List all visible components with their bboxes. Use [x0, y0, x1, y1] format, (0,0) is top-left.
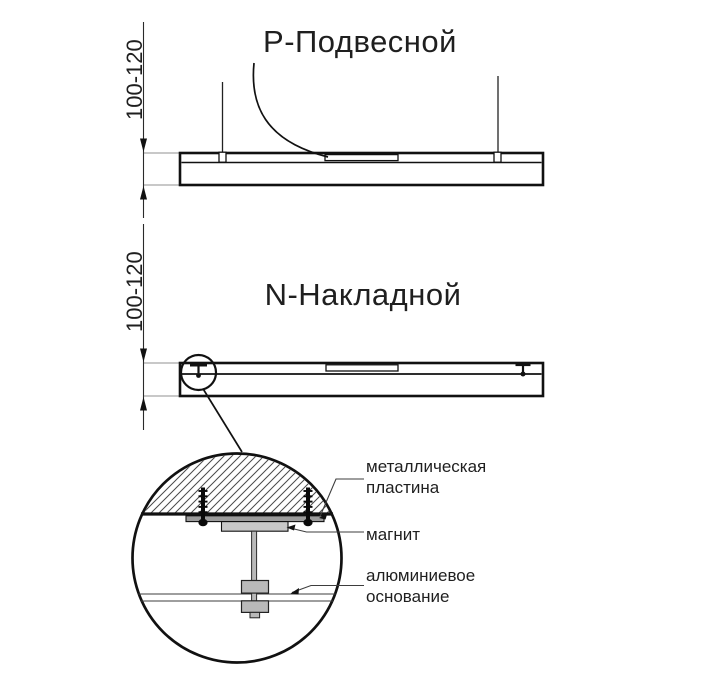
title-leader-curve [252, 62, 329, 158]
magnet [220, 521, 289, 532]
aluminum-base-label: алюминиевое основание [366, 565, 475, 607]
surface-fixture [140, 224, 545, 453]
base-block-upper [240, 579, 270, 594]
base-tab [249, 611, 261, 619]
surface-top-plate [325, 364, 399, 372]
dimension-arrow-down [140, 348, 147, 362]
detail-view [131, 452, 364, 664]
aluminum-base-label-line1: алюминиевое [366, 566, 476, 585]
screw-left-icon [198, 487, 208, 527]
magnet-label: магнит [366, 525, 421, 544]
screw-symbol-right [515, 363, 531, 377]
leader-aluminum-base-arrow [290, 588, 299, 595]
stem [251, 530, 258, 613]
pendant-fixture [140, 22, 545, 218]
pendant-top-plate [324, 153, 399, 162]
pendant-title: Р-Подвесной [263, 24, 457, 59]
pendant-dimension-label: 100-120 [122, 39, 147, 120]
detail-callout-leader [202, 389, 243, 453]
detail-callout-ring [179, 353, 218, 392]
dimension-arrow-down [140, 138, 147, 152]
leader-magnet-arrow [286, 524, 296, 531]
base-block-lower [240, 600, 270, 613]
leader-metal-plate-arrow [319, 513, 328, 520]
aluminum-base-label-line2: основание [366, 587, 450, 606]
screw-right-icon [303, 487, 313, 527]
dimension-arrow-up [140, 186, 147, 200]
metal-plate-label-line1: металлическая [366, 457, 487, 476]
metal-plate-label: металлическая пластина [366, 456, 486, 498]
wire-grip-left [218, 151, 227, 163]
surface-body [178, 361, 545, 398]
screw-symbol-left [190, 363, 207, 378]
dimension-arrow-up [140, 397, 147, 411]
surface-title: N-Накладной [264, 277, 462, 312]
surface-dimension-label: 100-120 [122, 251, 147, 332]
leader-metal-plate [319, 478, 364, 517]
wire-grip-right [493, 151, 502, 163]
metal-plate-label-line2: пластина [366, 478, 440, 497]
